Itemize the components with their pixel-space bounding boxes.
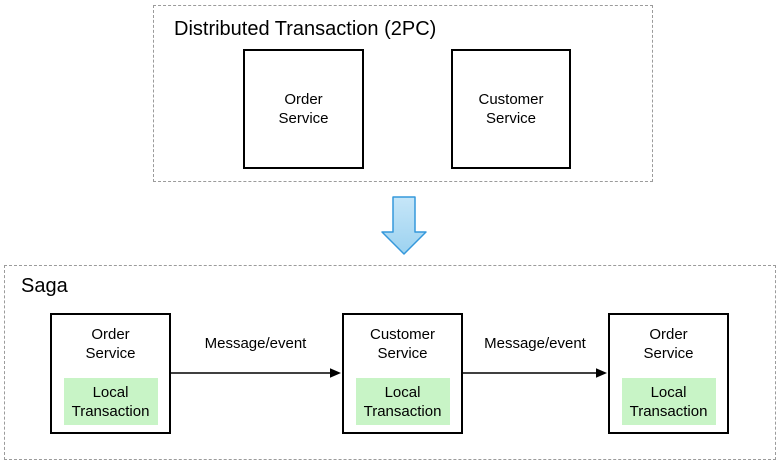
node-label: Customer Service [478, 91, 544, 127]
node-order-service-saga-2: Order Service Local Transaction [608, 313, 729, 434]
edge-label-message-event-1: Message/event [204, 335, 307, 352]
group-title-saga: Saga [21, 275, 68, 297]
local-transaction-box: Local Transaction [621, 378, 716, 425]
node-order-service-2pc: Order Service [243, 49, 364, 169]
group-saga: Saga Order Service Local Transaction Cus… [4, 265, 776, 460]
node-customer-service-2pc: Customer Service [451, 49, 571, 169]
node-label: Order Service [278, 91, 329, 127]
node-customer-service-saga: Customer Service Local Transaction [342, 313, 463, 434]
edge-label-message-event-2: Message/event [484, 335, 586, 352]
node-label: Customer Service [369, 326, 436, 362]
node-order-service-saga-1: Order Service Local Transaction [50, 313, 171, 434]
local-transaction-box: Local Transaction [63, 378, 158, 425]
local-transaction-box: Local Transaction [355, 378, 450, 425]
node-label: Order Service [643, 326, 694, 362]
down-arrow-icon [381, 196, 427, 255]
group-distributed-transaction-2pc: Distributed Transaction (2PC) Order Serv… [153, 5, 653, 182]
node-label: Order Service [85, 326, 136, 362]
group-title-2pc: Distributed Transaction (2PC) [174, 18, 437, 40]
